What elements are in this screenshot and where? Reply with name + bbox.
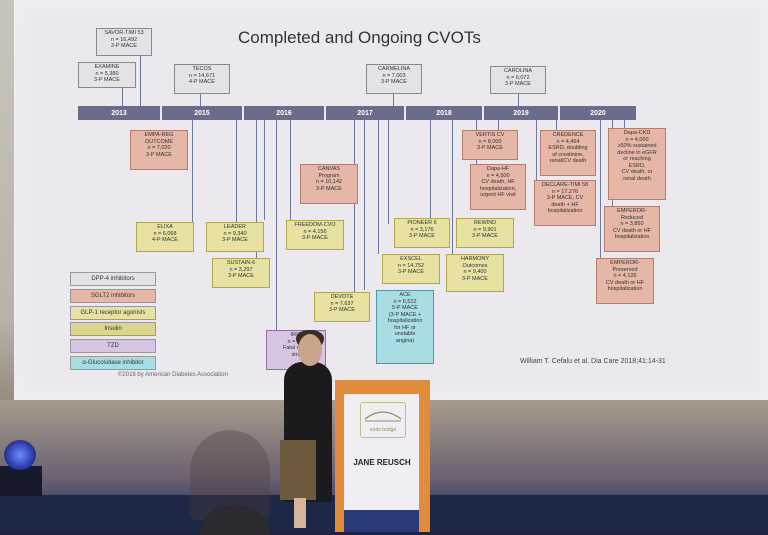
- connector: [536, 120, 537, 180]
- trial-box: EMPEROR- Reduced n = 3,850 CV death or H…: [604, 206, 660, 252]
- connector: [236, 120, 237, 222]
- trial-box: SAVOR-TIMI 53 n = 16,492 3-P MACE: [96, 28, 152, 56]
- trial-box: LEADER n = 9,340 3-P MACE: [206, 222, 264, 252]
- trial-box: CAROLINA n = 6,072 3-P MACE: [490, 66, 546, 94]
- stage-light-stand: [0, 466, 42, 496]
- trial-box: EMPEROR- Preserved n = 4,126 CV death or…: [596, 258, 654, 304]
- connector: [264, 120, 265, 220]
- connector: [556, 120, 557, 130]
- year-2017: 2017: [326, 106, 404, 120]
- legend-sglt2: SGLT2 inhibitors: [70, 289, 156, 303]
- trial-box: CARMELINA n = 7,003 3-P MACE: [366, 64, 422, 94]
- trial-box: REWIND n = 9,901 3-P MACE: [456, 218, 514, 248]
- legend-insulin: Insulin: [70, 322, 156, 336]
- connector: [290, 120, 291, 220]
- trial-box: ELIXA n = 6,068 4-P MACE: [136, 222, 194, 252]
- connector: [452, 120, 453, 254]
- slide-citation: William T. Cefalu et al. Dia Care 2018;4…: [520, 358, 666, 365]
- trial-box: VERTIS CV n = 8,000 3-P MACE: [462, 130, 518, 160]
- legend-tzd: TZD: [70, 339, 156, 353]
- podium-panel: [344, 394, 419, 532]
- legend-glp1: GLP-1 receptor agonists: [70, 306, 156, 320]
- connector: [354, 120, 355, 292]
- year-2020: 2020: [560, 106, 636, 120]
- stage-light: [4, 440, 36, 470]
- connector: [256, 120, 257, 258]
- year-2015: 2015: [162, 106, 242, 120]
- trial-box: PIONEER 6 n = 3,176 3-P MACE: [394, 218, 450, 248]
- trial-box: ACE n = 6,522 5-P MACE (3-P MACE + hospi…: [376, 290, 434, 364]
- event-logo: endo bridge: [360, 402, 406, 438]
- trial-box: EXSCEL n = 14,752 3-P MACE: [382, 254, 440, 284]
- speaker-skirt: [280, 440, 316, 500]
- connector: [192, 120, 193, 222]
- trial-box: CREDENCE n = 4,464 ESRD, doubling of cre…: [540, 130, 596, 176]
- bridge-icon: endo bridge: [364, 411, 402, 433]
- trial-box: FREEDOM-CVO n = 4,156 3-P MACE: [286, 220, 344, 250]
- connector: [364, 120, 365, 290]
- event-logo-text: endo bridge: [370, 427, 397, 433]
- speaker-name: JANE REUSCH: [353, 458, 411, 467]
- connector: [518, 94, 519, 106]
- connector: [393, 94, 394, 106]
- year-2019: 2019: [484, 106, 558, 120]
- trial-box: TECOS n = 14,671 4-P MACE: [174, 64, 230, 94]
- trial-box: CANVAS Program n = 10,142 3-P MACE: [300, 164, 358, 204]
- trial-box: HARMONY Outcomes n = 9,400 3-P MACE: [446, 254, 504, 292]
- connector: [498, 120, 499, 130]
- trial-box: Dapa-CKD n = 4,000 ≥50% sustained declin…: [608, 128, 666, 200]
- slide-copyright: ©2018 by American Diabetes Association: [118, 372, 228, 378]
- trial-box: EXAMINE n = 5,380 3-P MACE: [78, 62, 136, 88]
- connector: [388, 120, 389, 224]
- legend-dpp4: DPP-4 inhibitors: [70, 272, 156, 286]
- connector: [624, 120, 625, 130]
- trial-box: DEVOTE n = 7,637 3-P MACE: [314, 292, 370, 322]
- year-2013: 2013: [78, 106, 160, 120]
- legend-agi: α-Glucosidase inhibitor: [70, 356, 156, 370]
- trial-box: Dapa-HF n = 4,500 CV death, HF hospitali…: [470, 164, 526, 210]
- slide-title: Completed and Ongoing CVOTs: [238, 28, 481, 47]
- connector: [122, 84, 123, 106]
- year-2016: 2016: [244, 106, 324, 120]
- trial-box: DECLARE-TIMI 58 n = 17,276 3-P MACE, CV …: [534, 180, 596, 226]
- year-2018: 2018: [406, 106, 482, 120]
- connector: [276, 120, 277, 330]
- podium-base: [344, 510, 419, 532]
- connector: [600, 120, 601, 258]
- connector: [430, 120, 431, 218]
- speaker-head: [298, 334, 322, 366]
- speaker-leg: [294, 498, 306, 528]
- connector: [200, 94, 201, 106]
- connector: [378, 120, 379, 254]
- trial-box: EMPA-REG OUTCOME n = 7,020 3-P MACE: [130, 130, 188, 170]
- connector: [140, 56, 141, 106]
- trial-box: SUSTAIN-6 n = 3,297 3-P MACE: [212, 258, 270, 288]
